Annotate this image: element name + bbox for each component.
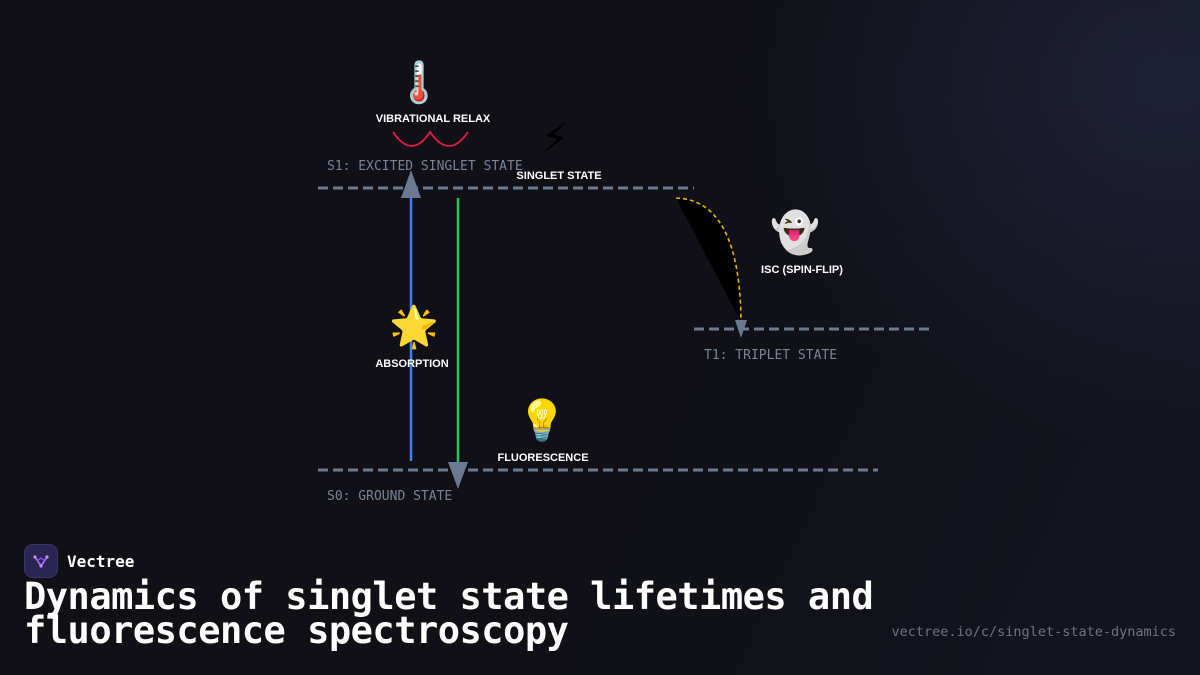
thermometer-icon: 🌡️ [394, 59, 444, 106]
vectree-logo-icon [24, 544, 58, 578]
isc-curve-fill [676, 198, 741, 322]
page-url[interactable]: vectree.io/c/singlet-state-dynamics [891, 624, 1176, 640]
isc-arrow [675, 197, 742, 323]
vibrational-relax-label: VIBRATIONAL RELAX [376, 113, 491, 125]
brand: Vectree [24, 544, 134, 578]
isc-label: ISC (SPIN-FLIP) [761, 264, 843, 276]
lightning-icon: ⚡ [541, 116, 569, 162]
absorption-label: ABSORPTION [375, 358, 448, 370]
singlet-state-label: SINGLET STATE [516, 170, 601, 182]
ghost-icon: 👻 [770, 208, 820, 256]
isc-arrowhead [735, 320, 747, 338]
s0-level-label: S0: GROUND STATE [327, 489, 452, 504]
fluorescence-label: FLUORESCENCE [497, 452, 588, 464]
s1-level-label: S1: EXCITED SINGLET STATE [327, 159, 523, 174]
brand-name: Vectree [67, 551, 135, 571]
star-icon: 🌟 [389, 303, 439, 350]
fluorescence-arrowhead [448, 462, 468, 489]
t1-level-label: T1: TRIPLET STATE [704, 348, 837, 363]
absorption-arrowhead [401, 170, 421, 198]
lightbulb-icon: 💡 [517, 397, 567, 444]
vibrational-relax-wave [392, 130, 469, 147]
page-title: Dynamics of singlet state lifetimes and … [24, 575, 874, 652]
jablonski-diagram: S1: EXCITED SINGLET STATE T1: TRIPLET ST… [318, 59, 930, 504]
